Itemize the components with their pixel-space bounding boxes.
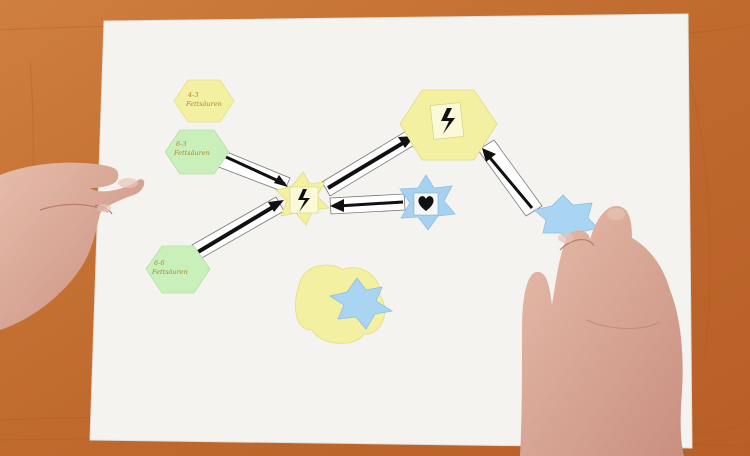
hexagon-6-6: 6-6 Fettsäuren [145,245,211,294]
hexagon-top-lightning [399,89,498,161]
lightning-icon [298,189,310,212]
left-hand [0,162,145,330]
hexagon-6-3-line2: Fettsäuren [173,149,210,157]
lightning-icon [441,108,455,134]
heart-icon [418,196,434,211]
right-hand [520,206,684,456]
hexagon-4-3-line1: 4-3 [187,91,198,99]
hexagon-6-3: 6-3 Fettsäuren [164,129,230,175]
hexagon-4-3: 4-3 Fettsäuren [173,79,235,123]
arrow-star-to-top-hexagon [477,139,543,217]
hexagon-6-6-line1: 6-6 [154,259,164,267]
star-center-lightning [275,171,330,226]
star-blue-blob [328,277,394,330]
star-blue-heart [399,174,456,231]
arrow-heart-to-center [329,193,406,215]
hexagon-6-3-line1: 6-3 [176,140,186,148]
hexagon-4-3-line2: Fettsäuren [185,100,222,108]
hexagon-6-6-line2: Fettsäuren [151,268,188,276]
